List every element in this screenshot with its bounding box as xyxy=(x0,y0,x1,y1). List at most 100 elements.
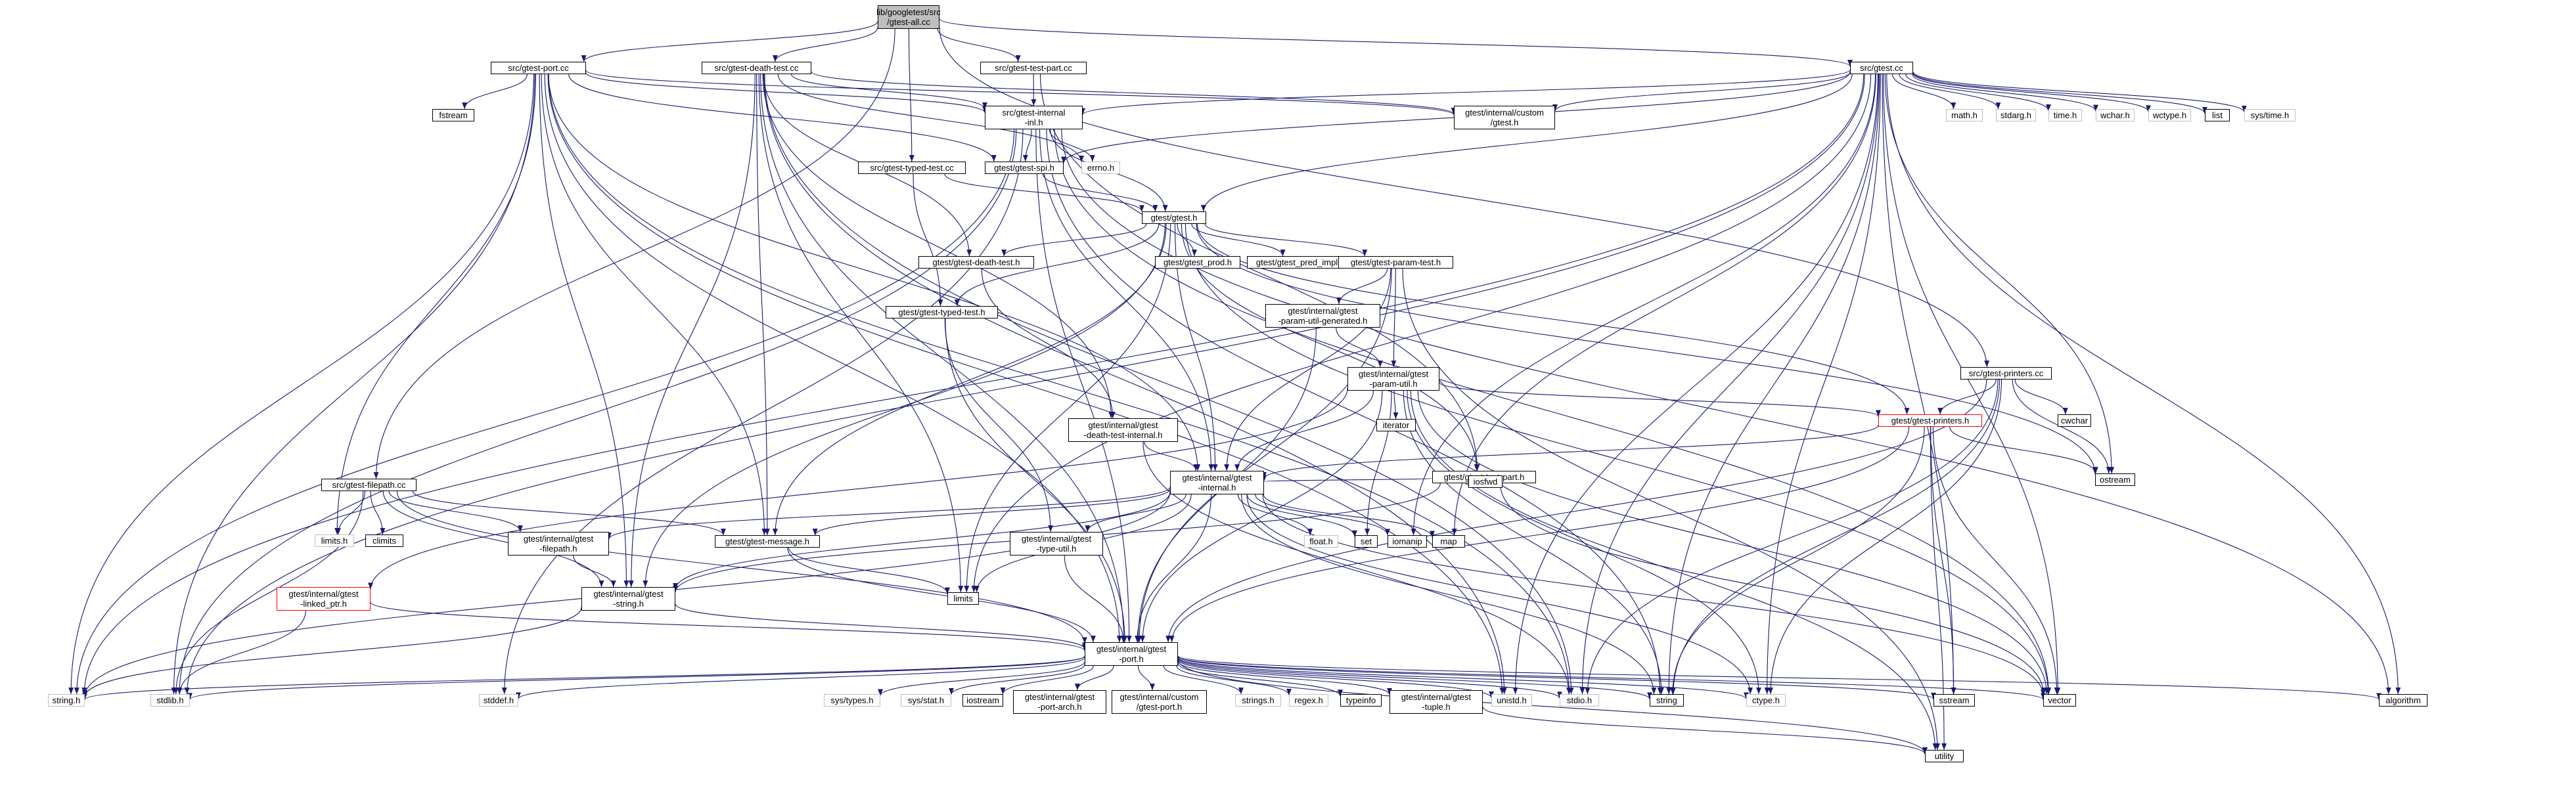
edge-port-cc-to-spi xyxy=(568,74,997,162)
node-tuple[interactable]: gtest/internal/gtest -tuple.h xyxy=(1390,690,1483,714)
node-port-cc[interactable]: src/gtest-port.cc xyxy=(491,62,586,74)
edge-printers-cc-to-printers-h xyxy=(1937,379,1997,415)
edge-tuple-to-utility xyxy=(1482,707,1928,754)
edge-root-to-gtest-cc xyxy=(939,18,1853,67)
node-stddef[interactable]: stddef.h xyxy=(479,694,518,707)
node-linked-ptr[interactable]: gtest/internal/gtest -linked_ptr.h xyxy=(277,587,371,611)
node-iomanip[interactable]: iomanip xyxy=(1388,535,1427,548)
node-gtest-cc[interactable]: src/gtest.cc xyxy=(1850,62,1913,74)
node-string-sys[interactable]: string.h xyxy=(48,694,85,707)
node-typedtest-h[interactable]: gtest/gtest-typed-test.h xyxy=(886,306,998,318)
node-sstream[interactable]: sstream xyxy=(1933,694,1975,707)
edge-gtest-cc-to-stdarg xyxy=(1899,74,2001,110)
edge-gtest-h-to-pred-impl xyxy=(1191,223,1286,257)
node-fstream[interactable]: fstream xyxy=(432,109,474,121)
edge-port-h-to-stddef xyxy=(516,657,1085,699)
node-port-h[interactable]: gtest/internal/gtest -port.h xyxy=(1085,642,1178,666)
node-list[interactable]: list xyxy=(2205,109,2230,121)
node-root[interactable]: lib/googletest/src /gtest-all.cc xyxy=(876,5,941,29)
node-systime[interactable]: sys/time.h xyxy=(2244,109,2295,121)
node-typeutil[interactable]: gtest/internal/gtest -type-util.h xyxy=(1010,532,1103,556)
node-internal-h[interactable]: gtest/internal/gtest -internal.h xyxy=(1170,471,1264,494)
node-port-arch[interactable]: gtest/internal/gtest -port-arch.h xyxy=(1013,690,1106,714)
node-typed-cc[interactable]: src/gtest-typed-test.cc xyxy=(858,162,966,174)
node-printers-h[interactable]: gtest/gtest-printers.h xyxy=(1878,414,1982,427)
edge-paramtest-to-port-h xyxy=(1137,268,1392,643)
node-cwchar[interactable]: cwchar xyxy=(2058,414,2091,427)
node-testpart-cc[interactable]: src/gtest-test-part.cc xyxy=(980,62,1087,74)
node-climits[interactable]: climits xyxy=(365,534,403,547)
edge-port-h-to-systypes xyxy=(878,661,1085,696)
edge-death-cc-to-errno xyxy=(777,74,1084,162)
node-unistd[interactable]: unistd.h xyxy=(1491,694,1532,707)
node-custom-port[interactable]: gtest/internal/custom /gtest-port.h xyxy=(1112,690,1207,714)
edge-linked-ptr-to-stdlib xyxy=(177,610,306,695)
node-strings-h[interactable]: strings.h xyxy=(1235,694,1281,707)
node-stdarg[interactable]: stdarg.h xyxy=(1996,109,2036,121)
edge-printers-h-to-vector xyxy=(1932,426,2060,695)
node-paramtest[interactable]: gtest/gtest-param-test.h xyxy=(1338,256,1453,269)
node-death-cc[interactable]: src/gtest-death-test.cc xyxy=(702,62,811,74)
node-systypes[interactable]: sys/types.h xyxy=(824,694,880,707)
node-wctype[interactable]: wctype.h xyxy=(2148,109,2191,121)
node-custom-gtest[interactable]: gtest/internal/custom /gtest.h xyxy=(1454,106,1555,129)
node-wchar[interactable]: wchar.h xyxy=(2096,109,2135,121)
node-limits[interactable]: limits xyxy=(947,592,979,605)
edge-gtest-h-to-limits xyxy=(964,223,1171,593)
node-errno[interactable]: errno.h xyxy=(1081,162,1120,174)
edge-port-h-to-tuple xyxy=(1177,661,1392,695)
node-string-h2[interactable]: gtest/internal/gtest -string.h xyxy=(581,587,675,611)
edge-root-to-printers-cc xyxy=(939,27,1990,368)
node-algorithm[interactable]: algorithm xyxy=(2379,694,2428,707)
node-stdlib[interactable]: stdlib.h xyxy=(150,694,190,707)
edge-gtest-h-to-prod xyxy=(1177,223,1197,257)
node-regex[interactable]: regex.h xyxy=(1289,694,1328,707)
node-float-h[interactable]: float.h xyxy=(1304,535,1338,548)
edge-port-h-to-string xyxy=(1177,657,1652,699)
node-utility[interactable]: utility xyxy=(1925,750,1964,762)
edge-port-cc-to-stdlib xyxy=(171,74,535,695)
node-ostream[interactable]: ostream xyxy=(2095,473,2135,486)
edge-gtest-cc-to-list xyxy=(1912,72,2207,114)
edge-typedtest-h-to-typeutil xyxy=(944,318,1054,533)
node-ctype[interactable]: ctype.h xyxy=(1746,694,1786,707)
node-limits-h[interactable]: limits.h xyxy=(315,534,354,547)
node-filepath-h[interactable]: gtest/internal/gtest -filepath.h xyxy=(508,532,609,556)
node-iostream[interactable]: iostream xyxy=(962,694,1003,707)
node-message-h[interactable]: gtest/gtest-message.h xyxy=(715,535,820,548)
node-iterator[interactable]: iterator xyxy=(1376,419,1416,431)
node-time[interactable]: time.h xyxy=(2048,109,2082,121)
edge-port-h-to-strings-h xyxy=(1163,665,1244,695)
node-filepath-cc[interactable]: src/gtest-filepath.cc xyxy=(321,479,417,491)
node-sysstat[interactable]: sys/stat.h xyxy=(901,694,951,707)
edge-printers-cc-to-port-h xyxy=(1165,379,1987,643)
node-param-gen[interactable]: gtest/internal/gtest -param-util-generat… xyxy=(1265,304,1380,328)
node-death-internal[interactable]: gtest/internal/gtest -death-test-interna… xyxy=(1068,418,1178,442)
node-gtest-h[interactable]: gtest/gtest.h xyxy=(1142,211,1206,224)
node-vector[interactable]: vector xyxy=(2043,694,2076,707)
node-set[interactable]: set xyxy=(1355,535,1378,548)
node-spi[interactable]: gtest/gtest-spi.h xyxy=(985,162,1064,174)
node-typeinfo[interactable]: typeinfo xyxy=(1340,694,1382,707)
edge-printers-cc-to-ctype xyxy=(1768,379,2002,695)
node-deathtest-h[interactable]: gtest/gtest-death-test.h xyxy=(918,256,1034,269)
node-internal-inl[interactable]: src/gtest-internal -inl.h xyxy=(985,106,1083,129)
node-prod[interactable]: gtest/gtest_prod.h xyxy=(1155,256,1240,269)
edge-internal-h-to-port-h xyxy=(1135,494,1212,643)
edge-gtest-cc-to-math xyxy=(1892,74,1956,110)
edge-gtest-h-to-typedtest-h xyxy=(954,223,1160,307)
edge-gtest-h-to-message-h xyxy=(772,223,1167,536)
edge-param-util-to-iterator xyxy=(1393,390,1399,420)
edge-root-to-testpart-cc xyxy=(937,28,1021,62)
node-iosfwd[interactable]: iosfwd xyxy=(1468,475,1503,488)
node-param-util[interactable]: gtest/internal/gtest -param-util.h xyxy=(1347,367,1439,391)
node-map[interactable]: map xyxy=(1432,535,1465,548)
node-pred-impl[interactable]: gtest/gtest_pred_impl.h xyxy=(1247,256,1354,269)
node-printers-cc[interactable]: src/gtest-printers.cc xyxy=(1960,367,2052,380)
edge-port-cc-to-port-h xyxy=(544,74,1122,643)
node-string[interactable]: string xyxy=(1650,694,1684,707)
node-math[interactable]: math.h xyxy=(1946,109,1983,121)
edge-gtest-h-to-testpart-h xyxy=(1181,223,1480,471)
edge-printers-cc-to-string xyxy=(1670,379,2000,695)
node-stdio[interactable]: stdio.h xyxy=(1560,694,1599,707)
